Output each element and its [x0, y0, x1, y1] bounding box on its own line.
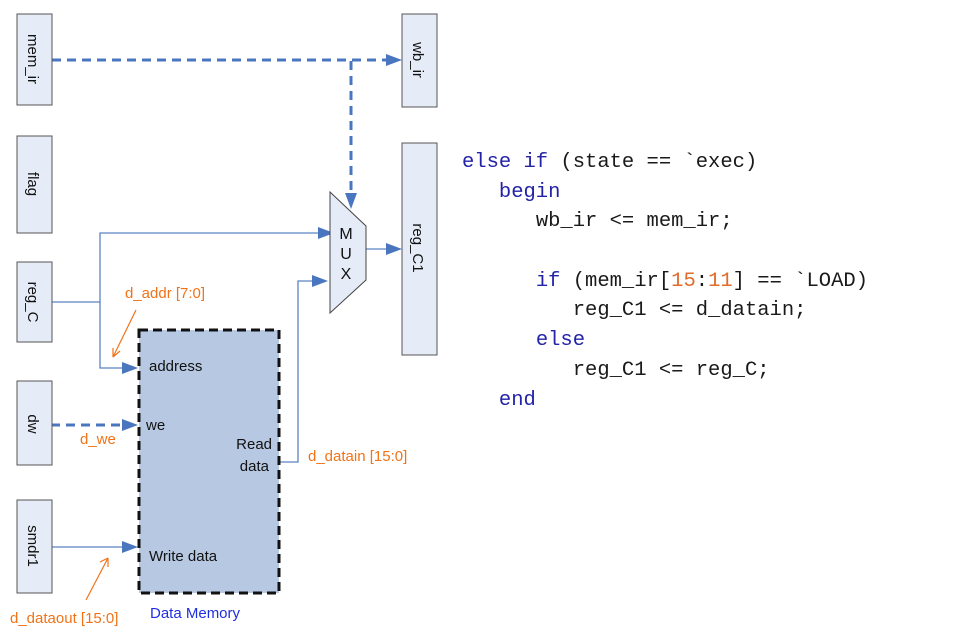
code-line: wb_ir <= mem_ir;	[462, 207, 868, 237]
arrowhead-reg-c1	[386, 243, 402, 255]
register-label: flag	[24, 172, 41, 196]
code-text: (mem_ir[	[560, 269, 672, 293]
register-flag: flag	[16, 135, 53, 234]
arrowhead-mux-in1	[318, 227, 334, 239]
register-dw: dw	[16, 380, 53, 466]
arrowhead-we	[122, 419, 138, 431]
mux-letter: U	[340, 246, 352, 263]
register-reg-c: reg_C	[16, 261, 53, 343]
register-reg-c1: reg_C1	[401, 142, 438, 356]
callout-d-addr-head	[112, 348, 121, 358]
arrowhead-address	[122, 362, 138, 374]
register-label: wb_ir	[409, 41, 426, 78]
port-address: address	[149, 358, 202, 375]
code-number: 11	[708, 269, 733, 293]
data-memory-title: Data Memory	[150, 605, 241, 622]
register-label: reg_C	[24, 282, 41, 323]
port-read-data-line1: Read	[236, 436, 272, 453]
mux: M U X	[329, 190, 367, 315]
wire-reg-c-to-mux	[51, 232, 318, 303]
register-label: reg_C1	[409, 223, 426, 272]
arrowhead-mux-top	[345, 193, 357, 209]
signal-d-we: d_we	[80, 431, 116, 448]
data-memory: address we Read data Write data Data Mem…	[137, 328, 281, 622]
code-line: end	[462, 386, 868, 416]
port-read-data-line2: data	[240, 458, 270, 475]
code-line: else if (state == `exec)	[462, 148, 868, 178]
code-line: reg_C1 <= d_datain;	[462, 296, 868, 326]
verilog-code-block: else if (state == `exec) begin wb_ir <= …	[462, 148, 868, 415]
code-text: reg_C1 <= reg_C;	[572, 358, 770, 382]
code-text: wb_ir <= mem_ir;	[535, 210, 733, 234]
port-we: we	[145, 417, 165, 434]
callout-d-dataout	[85, 557, 109, 601]
wire-reg-c-to-address	[99, 302, 123, 369]
code-keyword: begin	[498, 180, 561, 204]
register-wb-ir: wb_ir	[401, 13, 438, 108]
port-write-data: Write data	[149, 548, 218, 565]
signal-d-datain: d_datain [15:0]	[308, 448, 407, 465]
mux-letter: M	[339, 226, 352, 243]
callout-d-dataout-head	[99, 557, 109, 567]
code-text: (state == `exec)	[548, 151, 758, 174]
mux-letter: X	[341, 266, 352, 283]
arrowhead-wb-ir	[386, 54, 402, 66]
register-label: dw	[24, 414, 41, 433]
code-line: if (mem_ir[15:11] == `LOAD)	[462, 267, 868, 297]
code-text: reg_C1 <= d_datain;	[572, 299, 807, 323]
code-keyword: else	[535, 329, 586, 353]
wire-read-data-to-mux	[280, 280, 314, 463]
code-text: ] == `LOAD)	[732, 269, 868, 293]
register-smdr1: smdr1	[16, 499, 53, 594]
code-keyword: else if	[462, 151, 549, 174]
code-text: :	[695, 269, 709, 293]
code-line: else	[462, 326, 868, 356]
signal-d-addr: d_addr [7:0]	[125, 285, 205, 302]
register-label: mem_ir	[24, 34, 41, 84]
code-line: reg_C1 <= reg_C;	[462, 356, 868, 386]
code-keyword: end	[498, 388, 536, 412]
code-keyword: if	[535, 269, 561, 293]
code-line: begin	[462, 178, 868, 208]
code-number: 15	[671, 269, 696, 293]
register-mem-ir: mem_ir	[16, 13, 53, 106]
register-label: smdr1	[24, 525, 41, 567]
signal-d-dataout: d_dataout [15:0]	[10, 610, 118, 627]
arrowhead-mux-in2	[312, 275, 328, 287]
arrowhead-write-data	[122, 541, 138, 553]
callout-d-addr	[112, 309, 137, 358]
code-line	[462, 237, 868, 267]
